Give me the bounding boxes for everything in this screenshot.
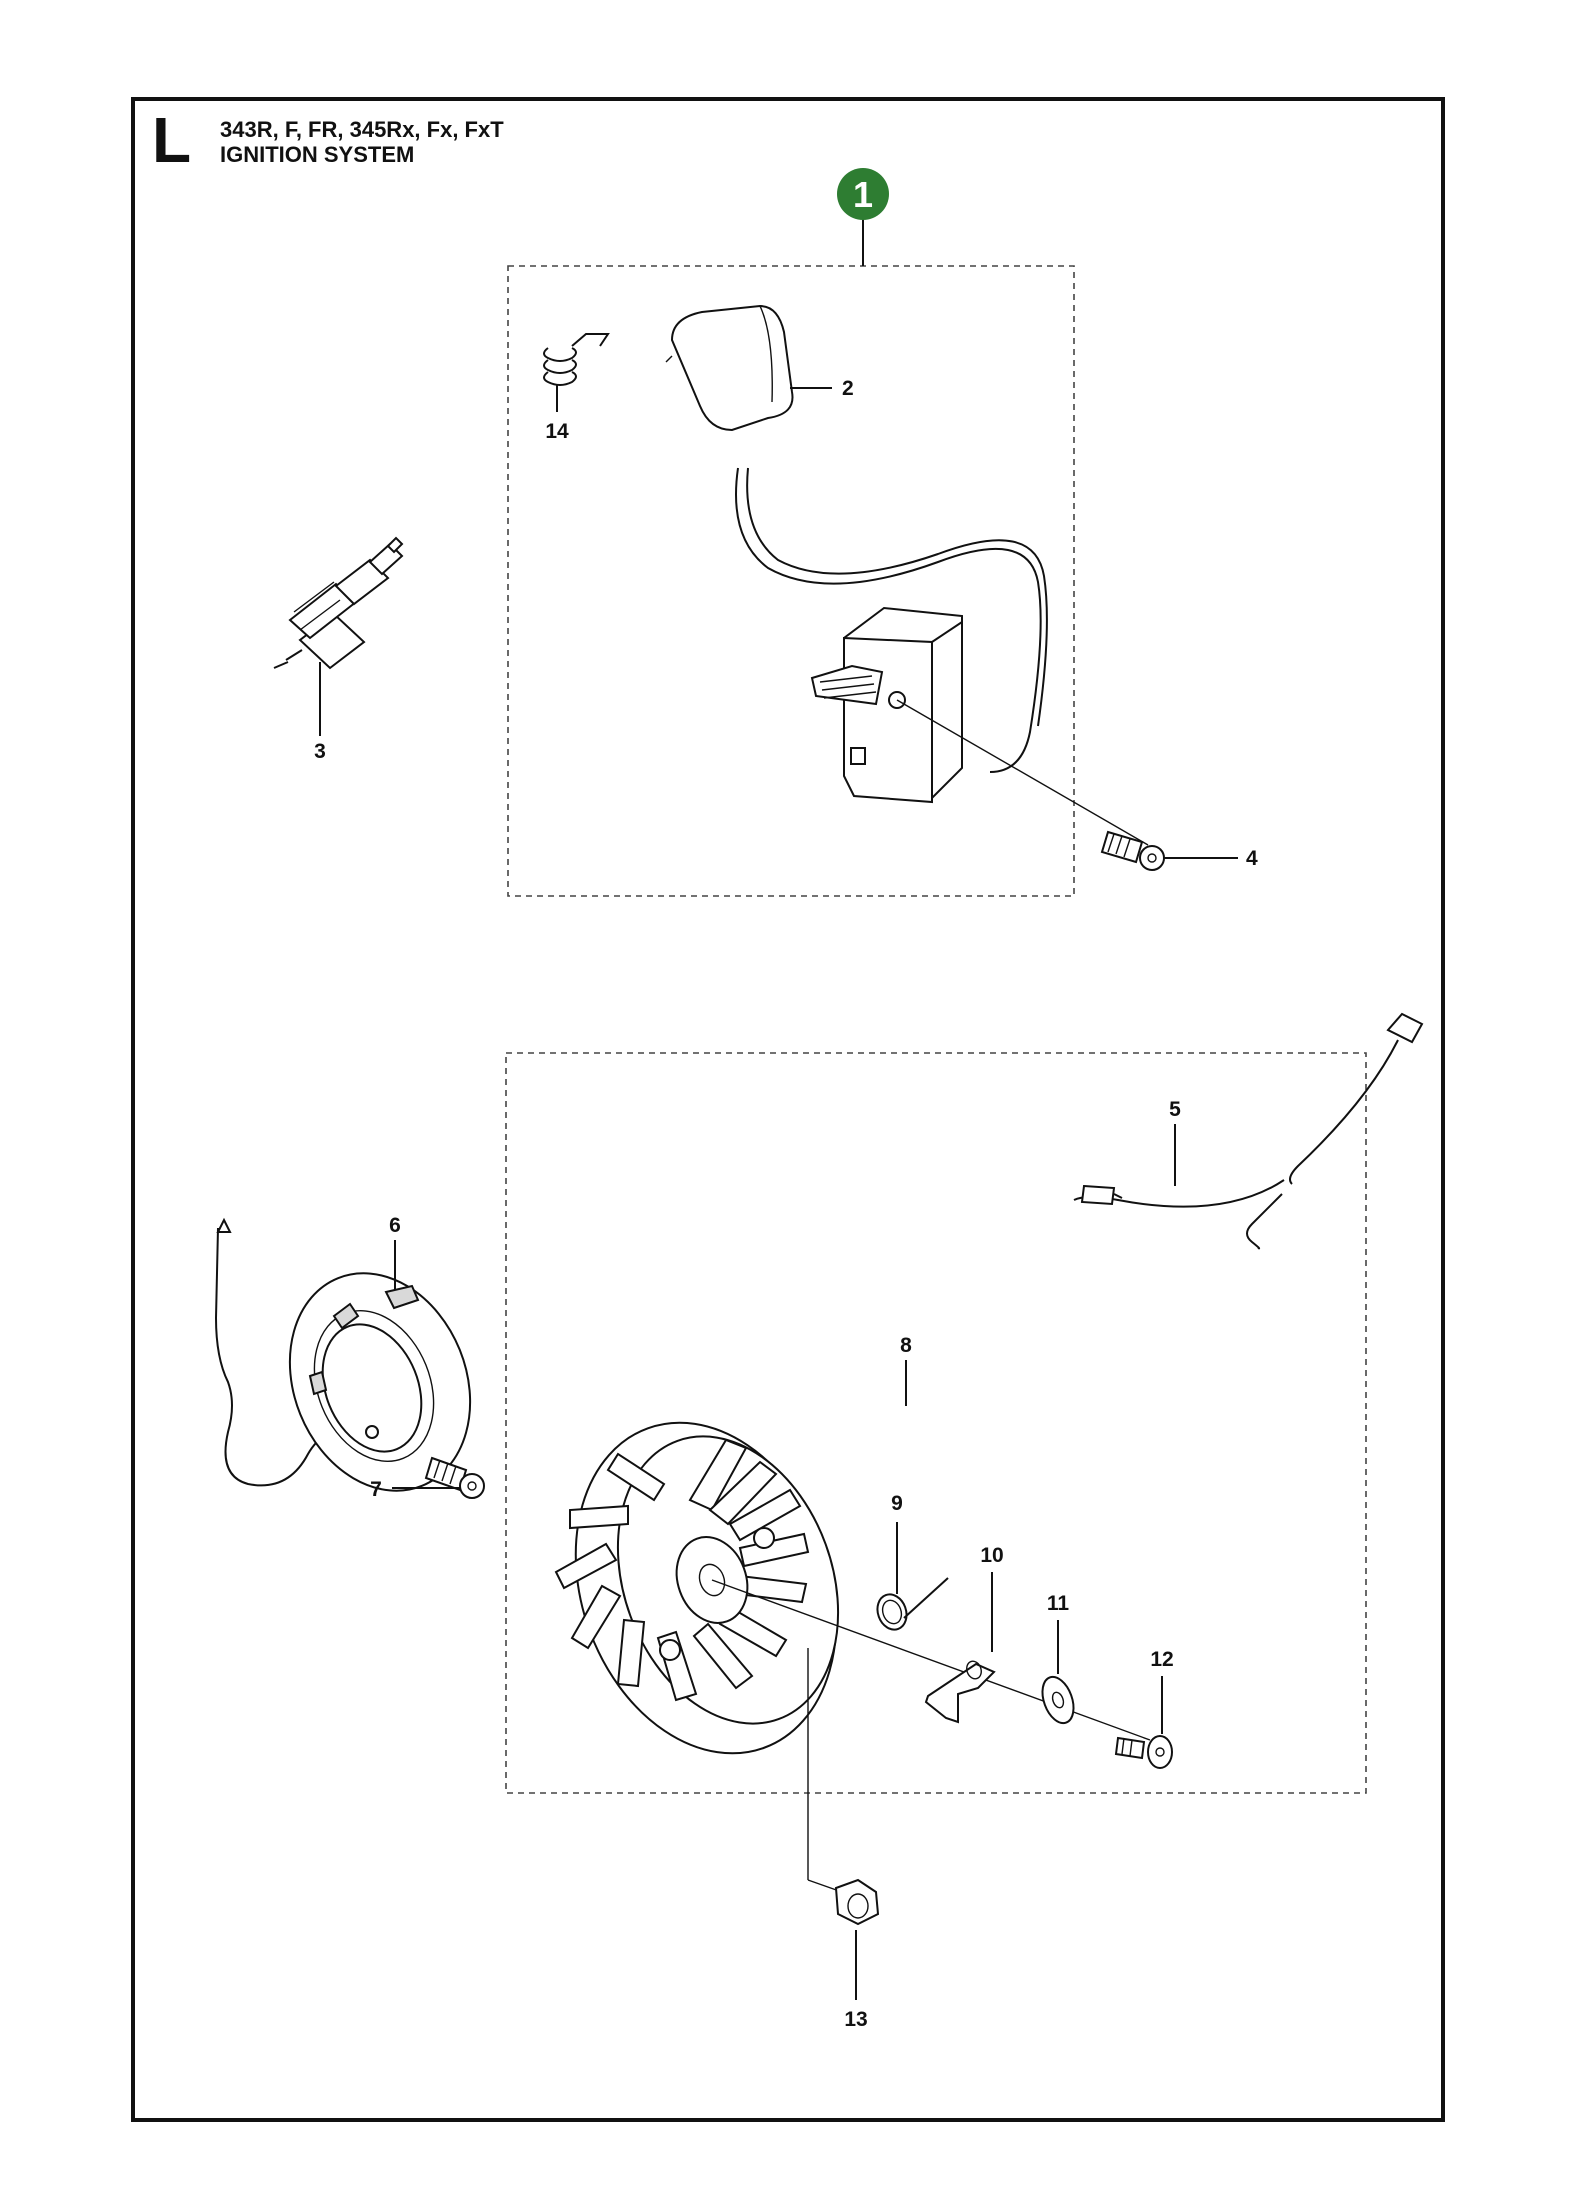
stator-ring-icon[interactable]	[214, 1217, 502, 1518]
flywheel-key-icon[interactable]	[924, 1659, 996, 1724]
callout-6: 6	[389, 1214, 401, 1237]
spring-icon[interactable]	[543, 333, 610, 412]
callout-14: 14	[545, 420, 569, 443]
ignition-lead-icon	[735, 467, 1048, 773]
callout-8: 8	[900, 1334, 912, 1357]
screw-icon[interactable]	[1100, 830, 1165, 871]
page-frame	[131, 97, 1445, 2122]
flywheel-assembly-axis	[711, 1579, 1151, 1741]
flywheel-icon[interactable]	[531, 1386, 880, 1790]
section-title: IGNITION SYSTEM	[220, 142, 415, 167]
module-screw-axis	[896, 699, 1149, 846]
callout-5: 5	[1169, 1098, 1181, 1121]
callout-13: 13	[844, 2008, 867, 2031]
callout-11: 11	[1047, 1592, 1070, 1615]
spark-plug-cap-icon[interactable]	[665, 304, 794, 432]
callout-7: 7	[370, 1478, 382, 1501]
flywheel-group	[505, 1052, 1367, 1794]
flywheel-screw-icon[interactable]	[1114, 1735, 1173, 1769]
callout-4: 4	[1246, 847, 1258, 870]
callout-10: 10	[980, 1544, 1003, 1567]
stator-screw-icon[interactable]	[424, 1456, 485, 1499]
kit-badge[interactable]: 1	[837, 168, 889, 266]
callout-12: 12	[1150, 1648, 1173, 1671]
short-circuit-cable-icon[interactable]	[1073, 1012, 1424, 1250]
circlip-icon[interactable]	[873, 1577, 949, 1634]
callout-9: 9	[891, 1492, 903, 1515]
model-list: 343R, F, FR, 345Rx, Fx, FxT	[220, 117, 504, 142]
spark-plug-icon[interactable]	[273, 536, 404, 670]
ignition-module-kit-group	[507, 265, 1075, 897]
callout-2: 2	[842, 377, 854, 400]
ignition-module-icon[interactable]	[810, 606, 963, 804]
flywheel-nut-icon[interactable]	[834, 1878, 880, 1926]
section-letter: L	[152, 104, 192, 176]
callout-3: 3	[314, 740, 326, 763]
kit-badge-label: 1	[853, 174, 873, 215]
washer-icon[interactable]	[1037, 1673, 1080, 1728]
